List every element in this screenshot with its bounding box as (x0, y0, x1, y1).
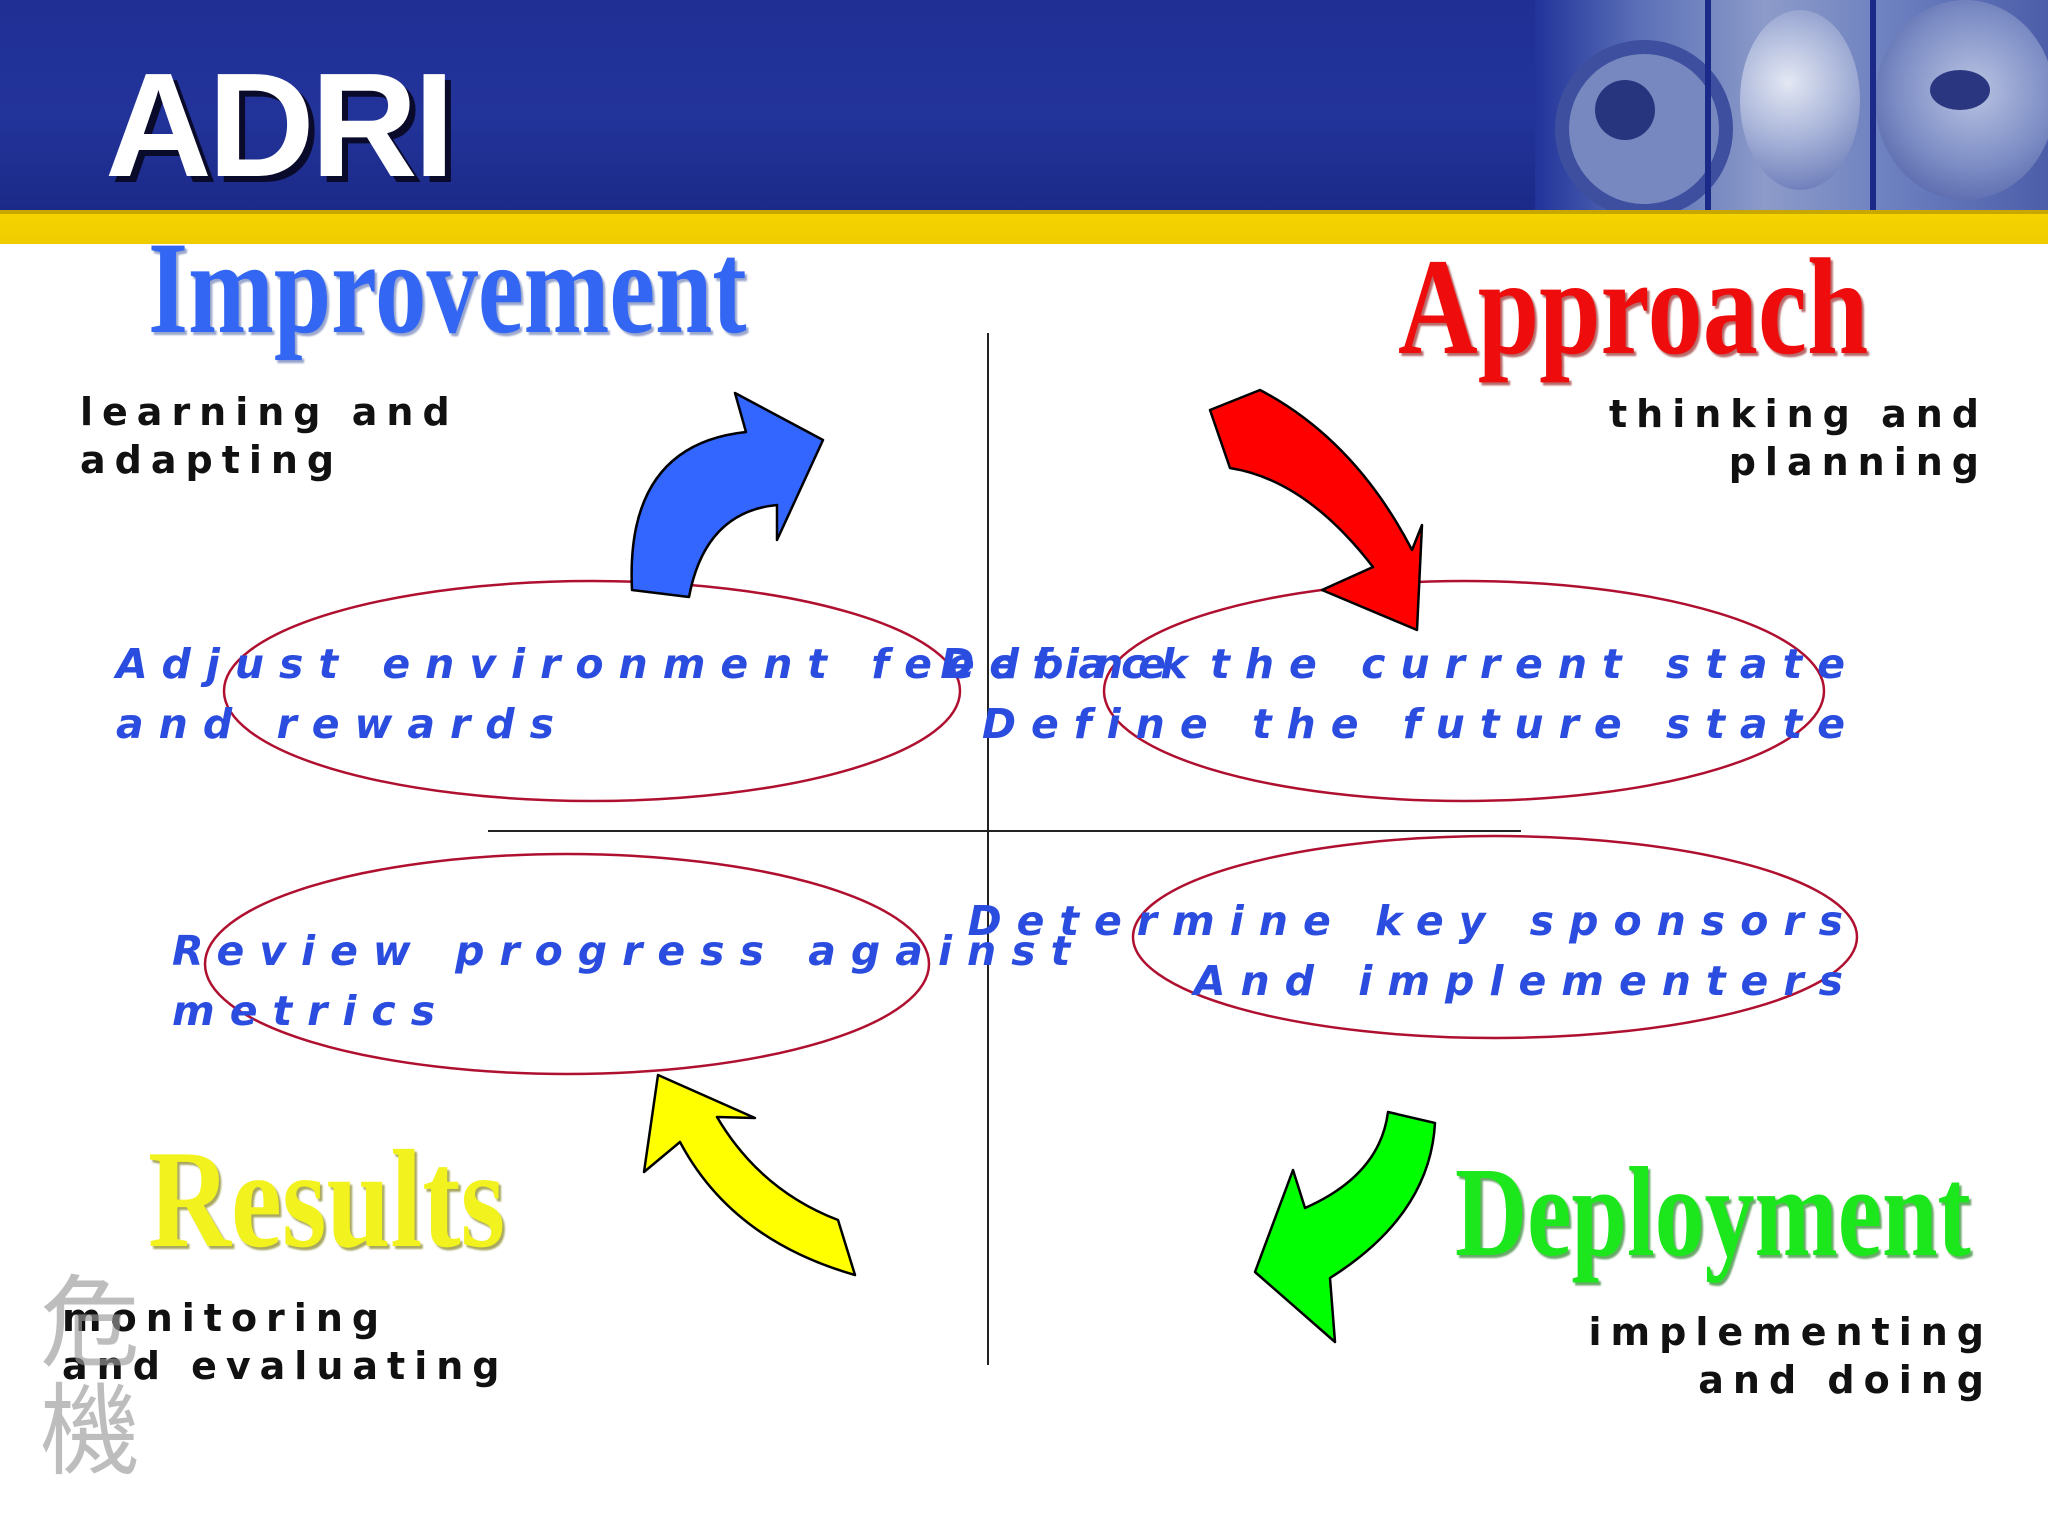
approach-arrow (1208, 388, 1424, 632)
approach-description: Define the current state Define the futu… (940, 640, 1860, 748)
improvement-highlight-ellipse (222, 579, 962, 803)
results-arrow (642, 1073, 857, 1277)
approach-highlight-ellipse (1102, 579, 1826, 803)
results-subtitle: monitoring and evaluating (62, 1296, 509, 1388)
improvement-subtitle: learning and adapting (80, 390, 459, 482)
results-title: Results (148, 1122, 506, 1277)
header-photo-collage (1535, 0, 2048, 210)
approach-subtitle: thinking and planning (1609, 392, 1988, 484)
header-yellow-stripe (0, 210, 2048, 244)
improvement-arrow (630, 391, 825, 599)
slide-title: ADRI (105, 43, 455, 208)
kanji-watermark: 危機 (40, 1265, 140, 1490)
improvement-description: Adjust environment feedback and rewards (116, 640, 1203, 748)
deployment-subtitle: implementing and doing (1588, 1310, 1993, 1402)
results-highlight-ellipse (203, 852, 931, 1076)
results-description: Review progress against metrics (172, 927, 1086, 1035)
deployment-description: Determine key sponsors And implementers (967, 897, 1858, 1005)
deployment-arrow (1253, 1110, 1437, 1344)
improvement-title: Improvement (148, 214, 747, 361)
deployment-title: Deployment (1455, 1141, 1971, 1283)
deployment-highlight-ellipse (1131, 834, 1859, 1040)
approach-title: Approach (1398, 230, 1869, 383)
header-banner: ADRI (0, 0, 2048, 210)
